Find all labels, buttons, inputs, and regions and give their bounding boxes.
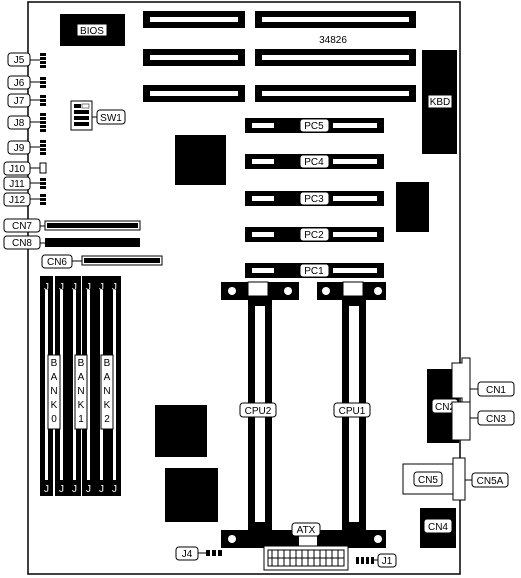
svg-text:ATX: ATX xyxy=(297,525,316,536)
svg-text:J12: J12 xyxy=(9,195,26,206)
svg-text:CN3: CN3 xyxy=(486,414,506,425)
svg-text:K: K xyxy=(51,400,58,411)
bank2-label: B A N K 2 xyxy=(100,354,114,430)
svg-text:PC3: PC3 xyxy=(304,194,324,205)
bank0-label: B A N K 0 xyxy=(47,354,61,430)
svg-text:J: J xyxy=(86,484,91,495)
pci-slot-pc5: PC5 xyxy=(245,118,384,133)
chipset-io xyxy=(165,468,218,522)
jumper-j7: J7 xyxy=(7,93,46,108)
svg-text:CN1: CN1 xyxy=(486,385,506,396)
svg-text:J5: J5 xyxy=(14,55,25,66)
connector-cn5: CN5 xyxy=(402,463,454,495)
connector-cn5a: CN5A xyxy=(452,457,509,501)
connector-cn8: CN8 xyxy=(3,235,140,250)
connector-cn4: CN4 xyxy=(420,508,456,548)
jumper-j8: J8 xyxy=(7,113,46,132)
svg-text:1: 1 xyxy=(78,414,84,425)
svg-text:CPU2: CPU2 xyxy=(245,406,272,417)
svg-text:J: J xyxy=(44,484,49,495)
svg-text:N: N xyxy=(103,386,110,397)
svg-text:J: J xyxy=(44,282,49,293)
svg-text:J: J xyxy=(59,282,64,293)
svg-text:PC5: PC5 xyxy=(304,121,324,132)
dimm-pin-labels: J J J J J J J J J J J J xyxy=(44,282,117,495)
kbd-label: KBD xyxy=(430,97,451,108)
pci-slot-pc3: PC3 xyxy=(245,191,384,206)
cpu-slot-cpu1: CPU1 xyxy=(317,281,386,548)
pci-slot-pc1: PC1 xyxy=(245,263,384,278)
connector-cn6: CN6 xyxy=(41,254,163,269)
svg-text:CN5: CN5 xyxy=(418,475,438,486)
svg-text:K: K xyxy=(78,400,85,411)
svg-text:B: B xyxy=(51,358,58,369)
jumper-j5: J5 xyxy=(7,52,46,68)
svg-text:J: J xyxy=(72,484,77,495)
model-number: 34826 xyxy=(319,35,347,46)
bank1-label: B A N K 1 xyxy=(74,354,88,430)
jumper-j11: J11 xyxy=(3,176,46,191)
svg-text:PC2: PC2 xyxy=(304,230,324,241)
svg-text:J: J xyxy=(59,484,64,495)
atx-power-connector: ATX xyxy=(263,522,349,571)
svg-text:J7: J7 xyxy=(14,96,25,107)
pci-slot-pc4: PC4 xyxy=(245,154,384,169)
connector-cn7: CN7 xyxy=(3,218,141,233)
jumper-j12: J12 xyxy=(3,192,46,207)
svg-text:J9: J9 xyxy=(14,143,25,154)
svg-text:CN4: CN4 xyxy=(428,522,448,533)
chipset-small xyxy=(396,182,429,232)
svg-text:J: J xyxy=(99,484,104,495)
jumper-j4: J4 xyxy=(175,546,222,561)
svg-text:J: J xyxy=(112,484,117,495)
svg-text:J4: J4 xyxy=(182,549,193,560)
jumper-j6: J6 xyxy=(7,75,46,90)
svg-text:B: B xyxy=(104,358,111,369)
svg-text:J6: J6 xyxy=(14,78,25,89)
svg-text:CN8: CN8 xyxy=(12,238,32,249)
svg-text:J8: J8 xyxy=(14,118,25,129)
svg-text:J11: J11 xyxy=(9,179,25,190)
dimm-slots xyxy=(40,276,121,496)
svg-text:J10: J10 xyxy=(9,164,26,175)
svg-text:J: J xyxy=(72,282,77,293)
svg-text:J: J xyxy=(112,282,117,293)
svg-text:CN7: CN7 xyxy=(12,221,32,232)
jumper-j9: J9 xyxy=(7,140,46,155)
svg-text:2: 2 xyxy=(104,414,110,425)
pci-slot-pc2: PC2 xyxy=(245,227,384,242)
svg-text:0: 0 xyxy=(51,414,57,425)
svg-text:CN2: CN2 xyxy=(435,402,455,413)
svg-text:A: A xyxy=(104,372,111,383)
svg-text:J: J xyxy=(99,282,104,293)
isa-slots xyxy=(143,11,416,102)
svg-text:PC4: PC4 xyxy=(304,157,324,168)
svg-text:N: N xyxy=(50,386,57,397)
chipset-north xyxy=(175,135,226,185)
svg-text:CN5A: CN5A xyxy=(477,476,504,487)
chipset-south xyxy=(155,405,207,457)
svg-text:J: J xyxy=(86,282,91,293)
jumper-j1: J1 xyxy=(356,553,397,568)
connector-cn3: CN3 xyxy=(451,401,515,441)
svg-text:N: N xyxy=(77,386,84,397)
sw1-switch: SW1 xyxy=(70,100,126,131)
svg-text:CN6: CN6 xyxy=(47,257,67,268)
svg-text:CPU1: CPU1 xyxy=(339,406,366,417)
svg-text:J1: J1 xyxy=(382,556,393,567)
svg-text:A: A xyxy=(78,372,85,383)
svg-text:B: B xyxy=(78,358,85,369)
svg-text:A: A xyxy=(51,372,58,383)
jumper-j10: J10 xyxy=(3,161,47,176)
svg-text:K: K xyxy=(104,400,111,411)
svg-text:PC1: PC1 xyxy=(304,266,324,277)
cpu-slot-cpu2: CPU2 xyxy=(221,281,299,548)
svg-text:SW1: SW1 xyxy=(100,113,122,124)
bios-label: BIOS xyxy=(80,26,104,37)
